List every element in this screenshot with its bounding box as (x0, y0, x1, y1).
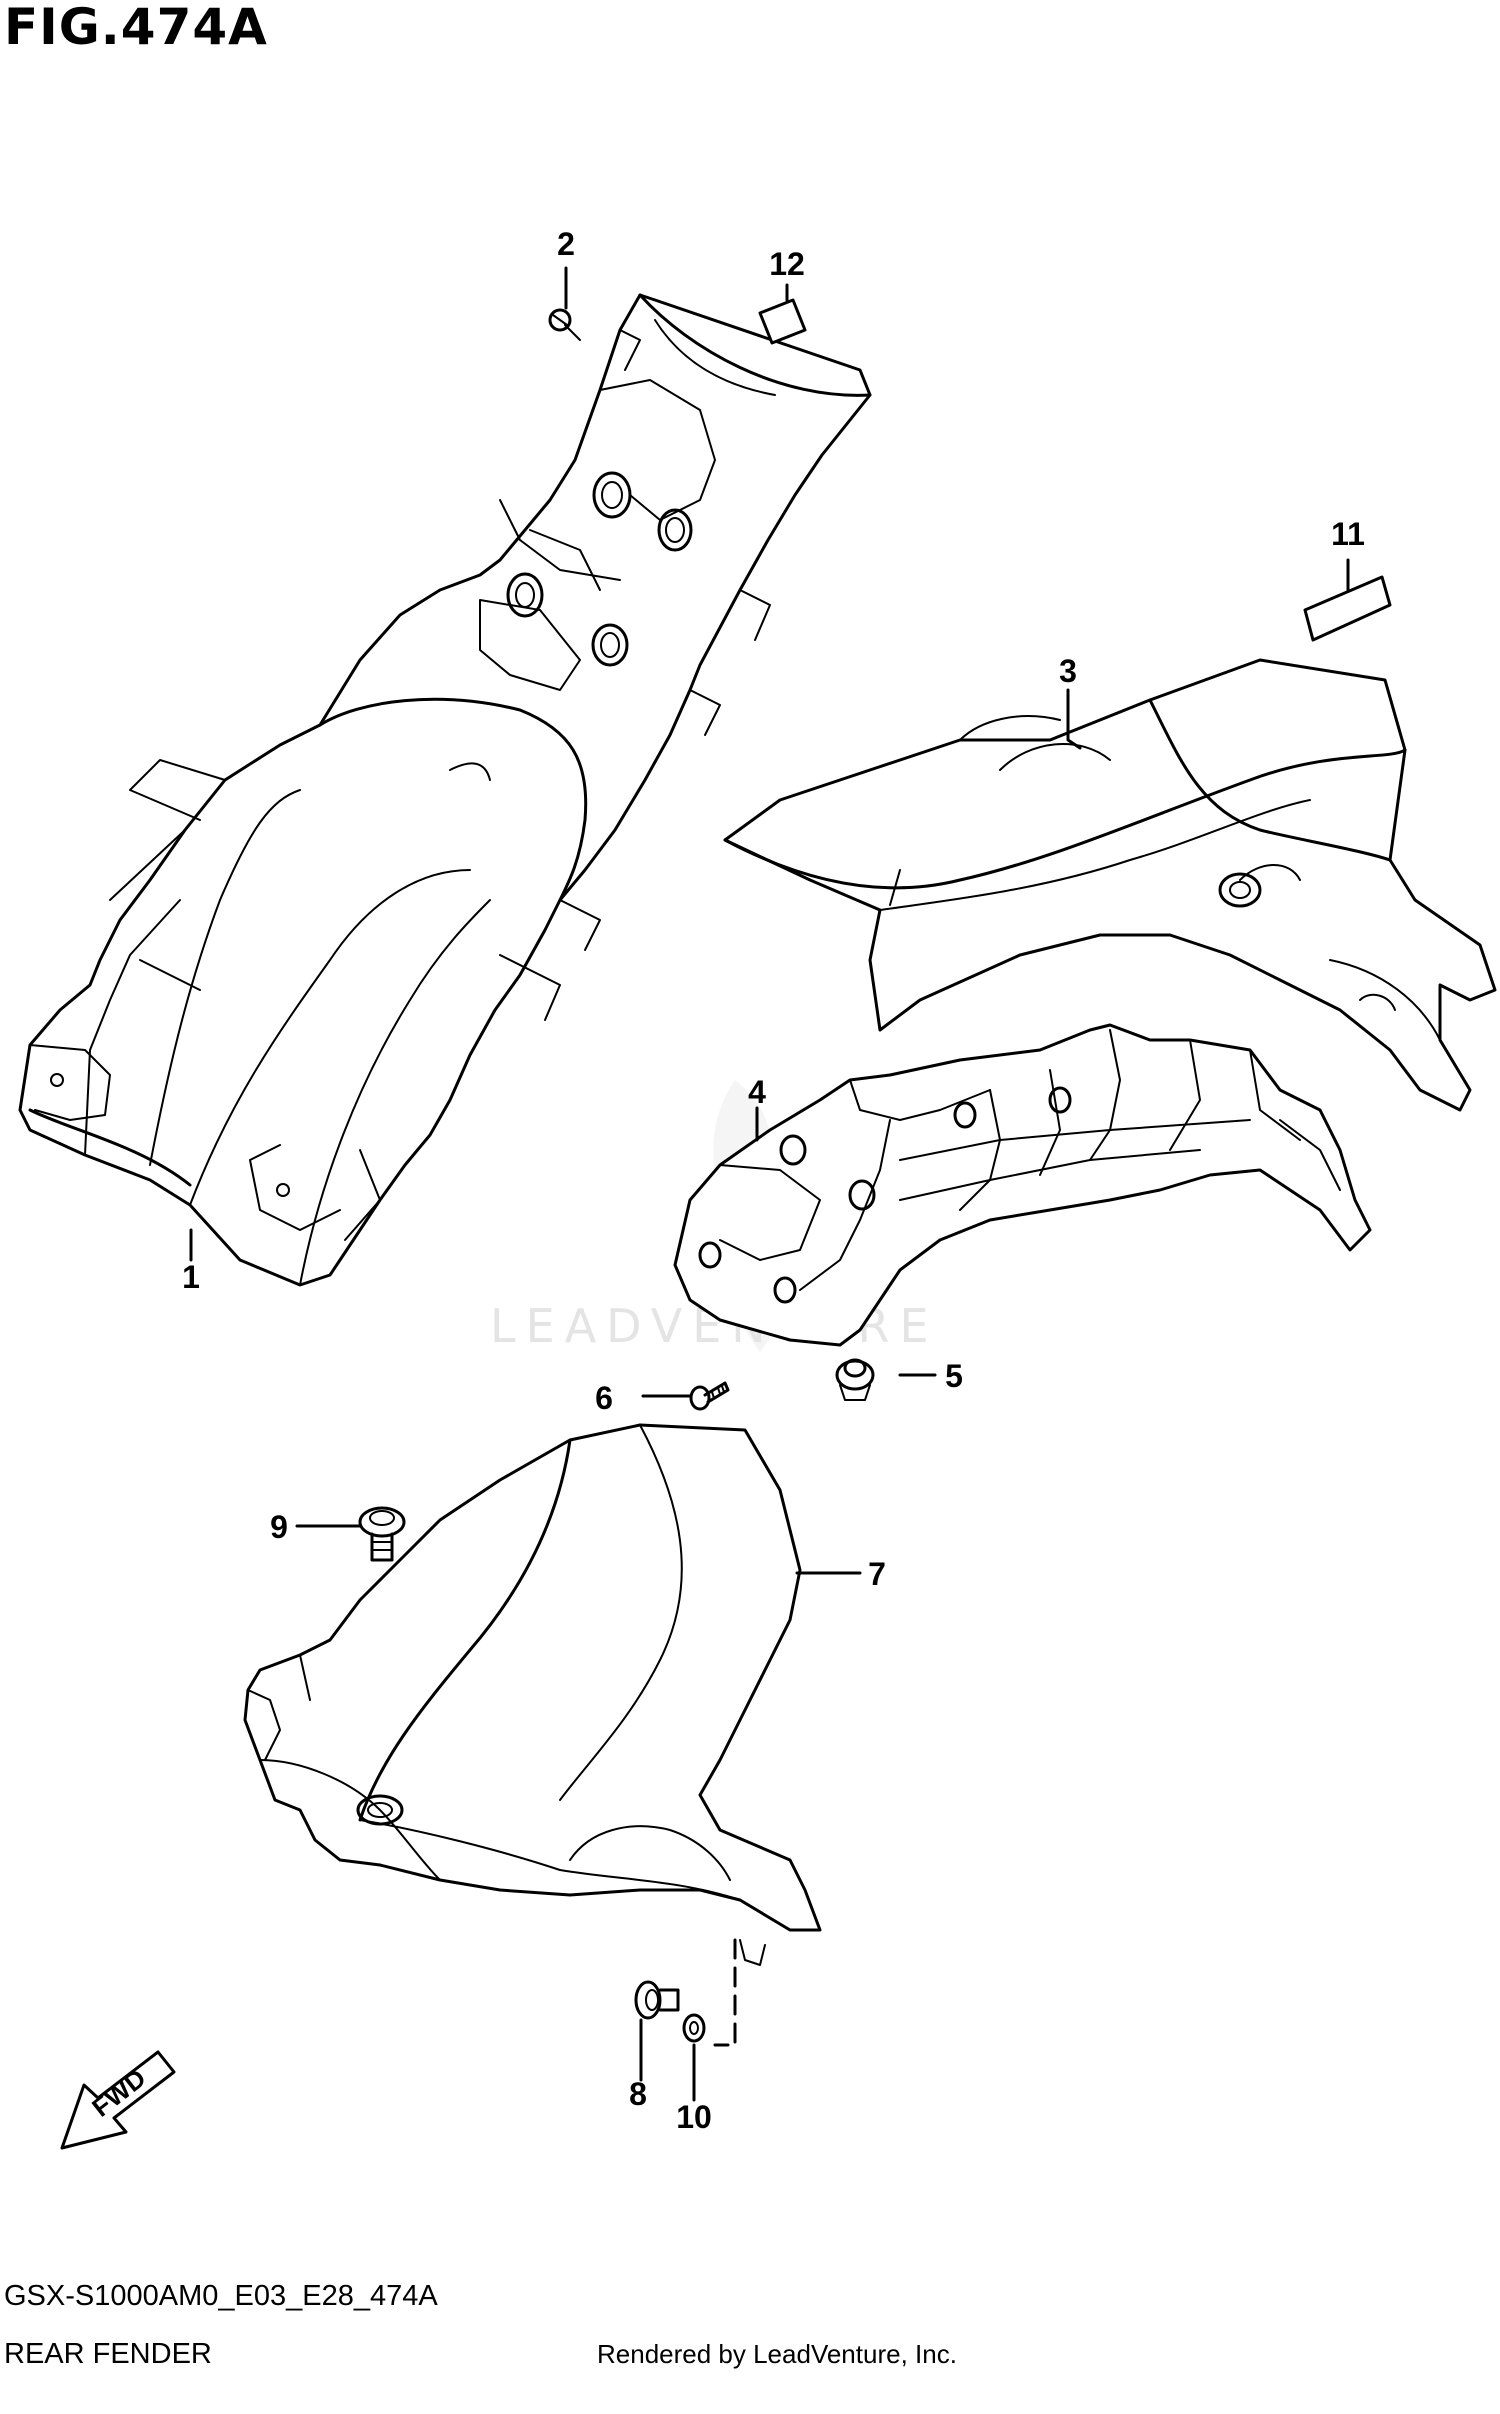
figure-name: REAR FENDER (4, 2338, 212, 2370)
callout-9: 9 (270, 1509, 288, 1545)
part-12-label (758, 298, 807, 345)
part-8-bolt (634, 1980, 680, 2020)
callout-1: 1 (182, 1259, 200, 1295)
part-3-fender-cover (723, 658, 1497, 1112)
callout-8: 8 (629, 2076, 647, 2112)
callout-6: 6 (595, 1380, 613, 1416)
callout-7: 7 (868, 1556, 886, 1592)
callout-4: 4 (748, 1074, 766, 1110)
leader-lines (189, 266, 1350, 2102)
callout-2: 2 (557, 226, 575, 262)
part-11-label (1303, 575, 1392, 642)
part-7-rear-fender (243, 1423, 822, 1966)
callout-labels: 1 2 3 4 5 6 7 8 9 10 11 12 (182, 226, 1365, 2135)
fwd-arrow-icon: FWD (60, 2050, 176, 2150)
callout-10: 10 (676, 2099, 712, 2135)
part-10-washer (682, 2013, 706, 2043)
callout-11: 11 (1331, 516, 1365, 552)
part-1-inner-fender (18, 293, 872, 1287)
callout-3: 3 (1059, 653, 1077, 689)
part-6-tapping-screw (689, 1381, 730, 1411)
callout-12: 12 (769, 246, 805, 282)
callout-5: 5 (945, 1358, 963, 1394)
rendered-by-credit: Rendered by LeadVenture, Inc. (597, 2339, 957, 2369)
part-4-fender-bracket (673, 1023, 1372, 1347)
part-9-bolt (358, 1506, 406, 1562)
figure-title: FIG.474A (4, 0, 268, 56)
part-5-grommet-nut (835, 1358, 875, 1401)
figure-code: GSX-S1000AM0_E03_E28_474A (4, 2280, 438, 2312)
part-2-screw (548, 308, 581, 341)
